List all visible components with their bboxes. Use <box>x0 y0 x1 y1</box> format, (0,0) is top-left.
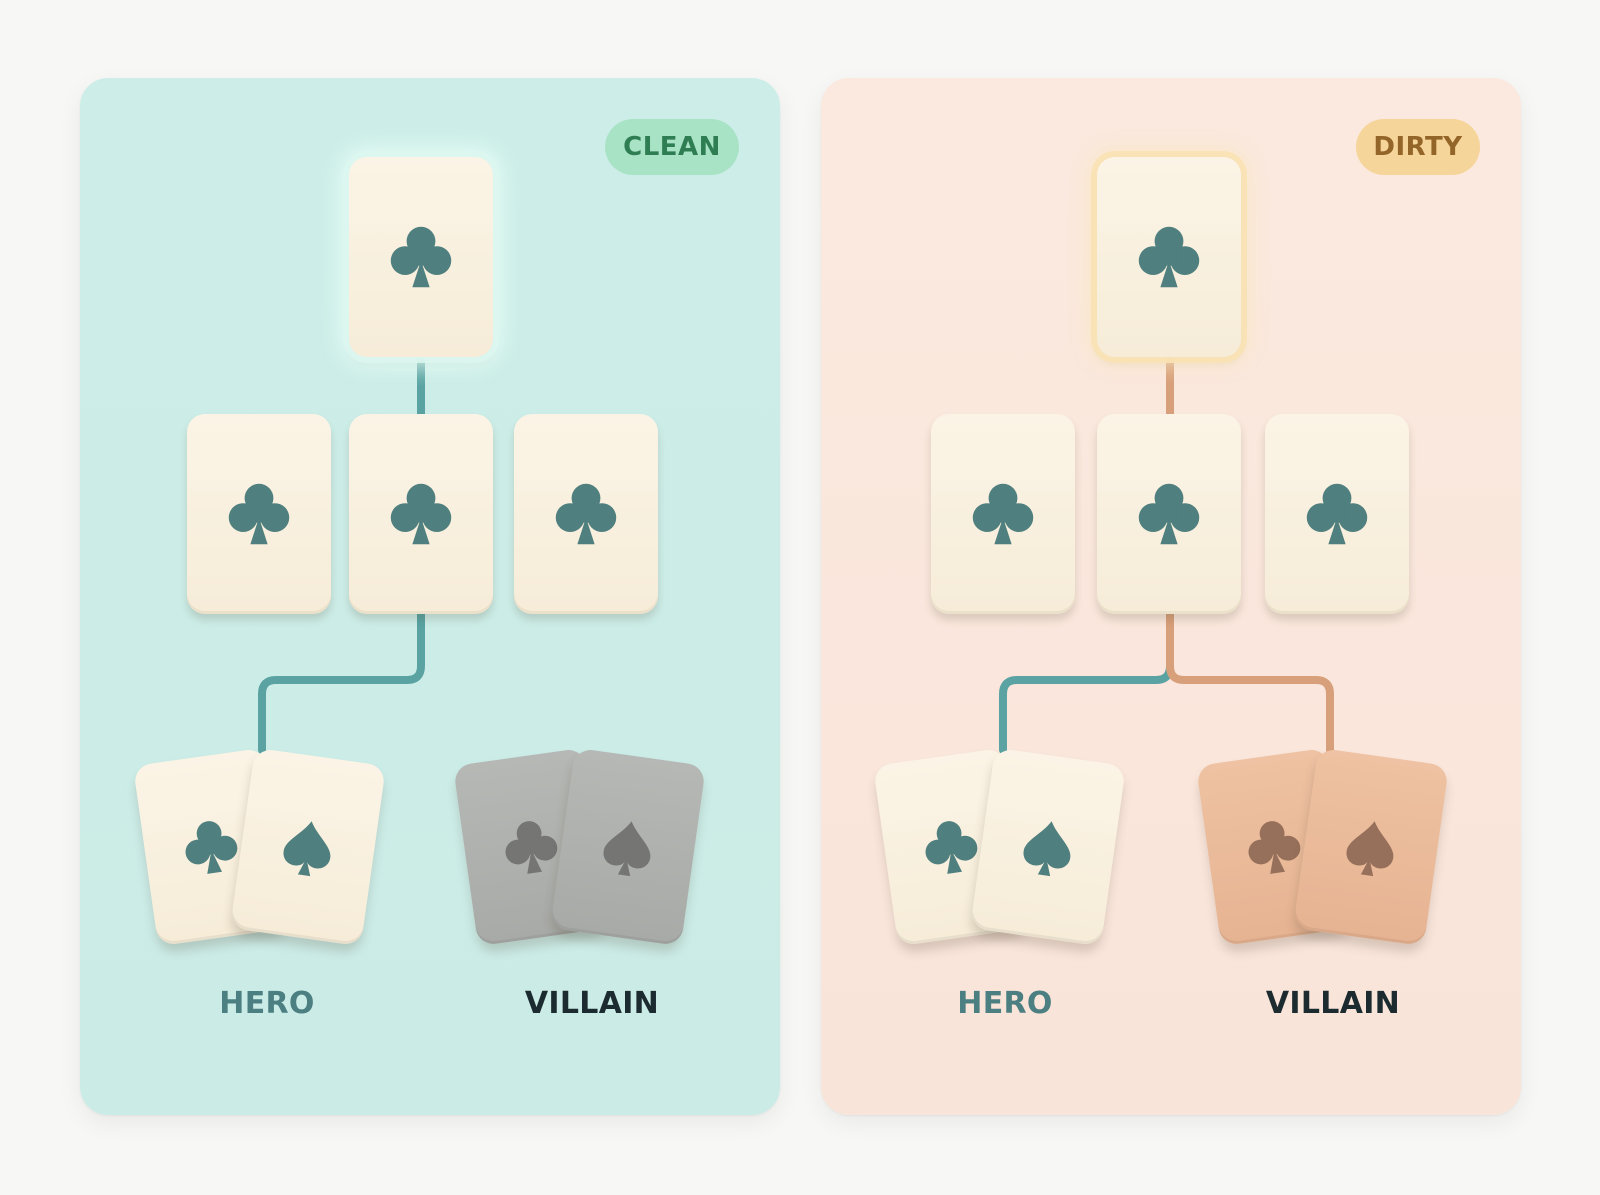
club-icon <box>385 476 457 552</box>
spade-icon <box>1336 810 1407 884</box>
club-icon <box>1239 810 1310 884</box>
club-icon <box>967 476 1039 552</box>
spade-icon <box>593 810 664 884</box>
top-card <box>1097 157 1241 357</box>
club-icon <box>385 219 457 295</box>
villain-label: VILLAIN <box>1265 986 1401 1021</box>
clean-panel: CLEAN HERO VILLAIN <box>80 78 780 1115</box>
hero-label: HERO <box>957 986 1053 1021</box>
board-card <box>1097 414 1241 614</box>
club-icon <box>916 810 987 884</box>
club-icon <box>1133 219 1205 295</box>
villain-hand-card <box>1292 747 1450 947</box>
villain-hand-card <box>549 747 707 947</box>
club-icon <box>1133 476 1205 552</box>
club-icon <box>176 810 247 884</box>
top-card <box>349 157 493 357</box>
spade-icon <box>273 810 344 884</box>
status-badge: CLEAN <box>605 119 739 175</box>
club-icon <box>550 476 622 552</box>
spade-icon <box>1013 810 1084 884</box>
villain-label: VILLAIN <box>524 986 660 1021</box>
status-badge: DIRTY <box>1356 119 1480 175</box>
board-card <box>931 414 1075 614</box>
hero-hand-card <box>969 747 1127 947</box>
board-card <box>1265 414 1409 614</box>
dirty-panel: DIRTY HERO VILLAIN <box>821 78 1521 1115</box>
hero-hand-card <box>229 747 387 947</box>
hero-label: HERO <box>219 986 315 1021</box>
club-icon <box>223 476 295 552</box>
club-icon <box>496 810 567 884</box>
board-card <box>349 414 493 614</box>
board-card <box>187 414 331 614</box>
board-card <box>514 414 658 614</box>
club-icon <box>1301 476 1373 552</box>
